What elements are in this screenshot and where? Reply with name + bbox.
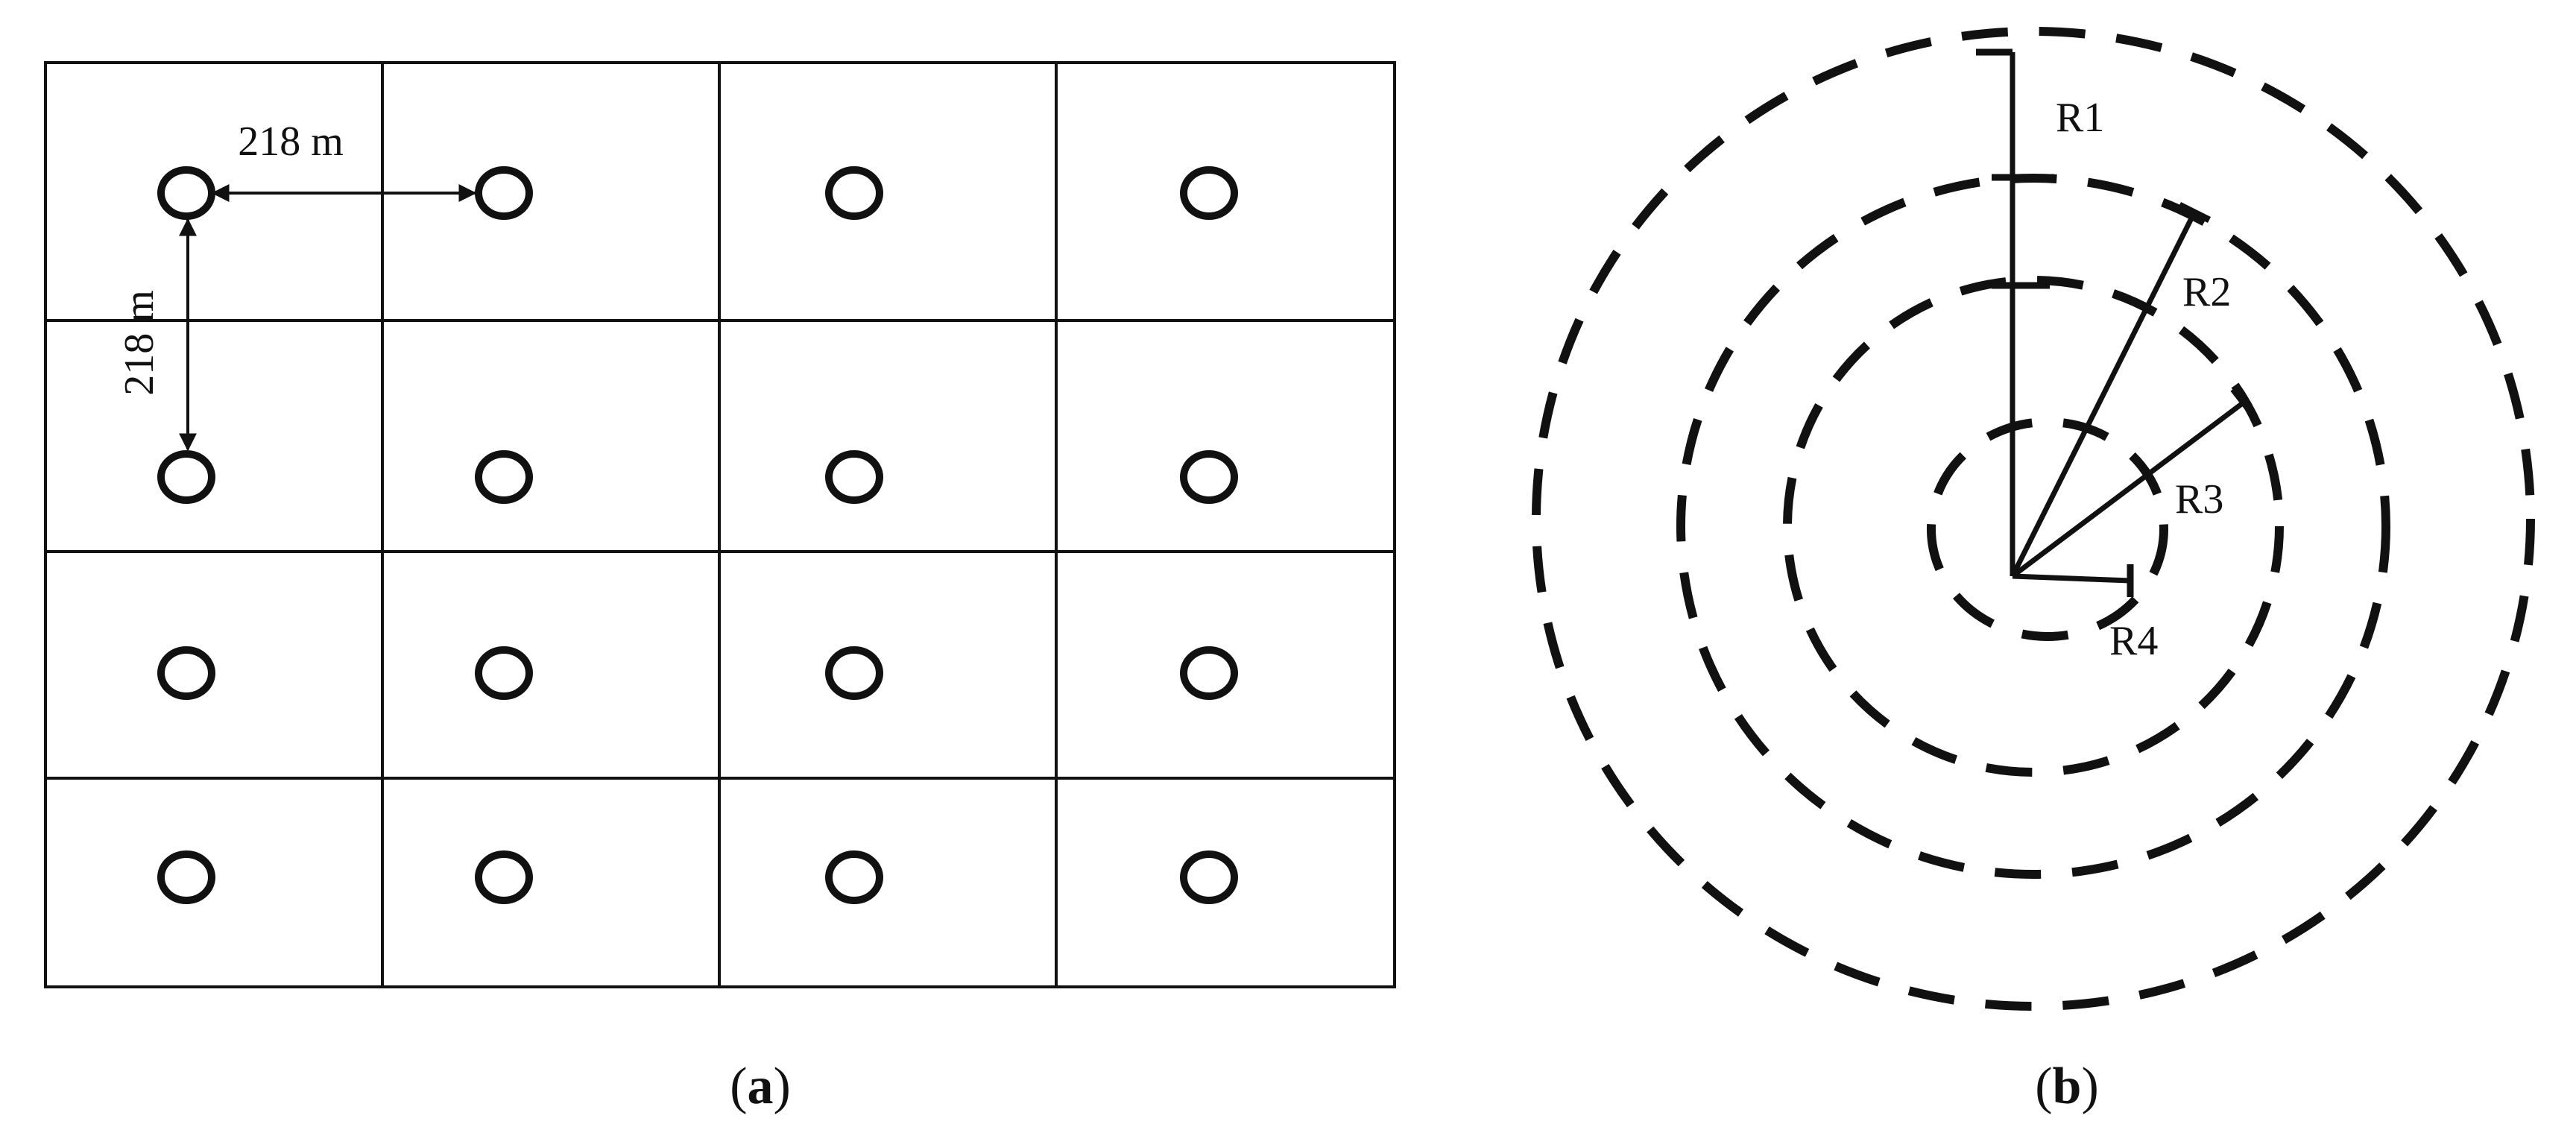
sampling-point-circle-icon <box>825 850 883 904</box>
panel-b-caption-open: ( <box>2035 1058 2052 1115</box>
panel-b-caption-letter: b <box>2053 1058 2082 1115</box>
sampling-point-circle-icon <box>157 646 215 700</box>
radius-line-r2 <box>2010 211 2197 578</box>
vertical-spacing-label: 218 m <box>116 290 162 396</box>
sampling-point-circle-icon <box>157 450 215 504</box>
panel-b-concentric-rings <box>1532 27 2535 1011</box>
panel-a-caption: (a) <box>730 1058 791 1115</box>
sampling-point-circle-icon <box>1180 646 1238 700</box>
ring-labels: R1 R2 R3 R4 <box>2056 95 2231 664</box>
sampling-points <box>157 166 1238 904</box>
ring-r1-circle <box>1532 27 2535 1011</box>
sampling-point-circle-icon <box>475 450 533 504</box>
panel-b-caption: (b) <box>2035 1058 2099 1115</box>
ring-r4-circle <box>1927 417 2168 641</box>
radius-cap-r2 <box>2177 201 2212 224</box>
ring-r3-circle <box>1783 276 2284 777</box>
sampling-point-circle-icon <box>475 646 533 700</box>
sampling-point-circle-icon <box>825 646 883 700</box>
panel-a-caption-letter: a <box>748 1058 774 1115</box>
panel-a-caption-close: ) <box>774 1058 791 1115</box>
ring-label-r2: R2 <box>2182 269 2231 315</box>
ring-label-r4: R4 <box>2109 618 2158 664</box>
plot-grid <box>44 61 1396 988</box>
ring-label-r3: R3 <box>2175 476 2223 523</box>
radius-line-r4 <box>2012 573 2131 584</box>
panel-a-caption-open: ( <box>730 1058 747 1115</box>
sampling-point-circle-icon <box>825 166 883 220</box>
sampling-point-circle-icon <box>1180 450 1238 504</box>
horizontal-spacing-label: 218 m <box>238 119 344 165</box>
panel-a-sampling-grid: 218 m 218 m (a) <box>44 61 1396 1115</box>
sampling-point-circle-icon <box>475 166 533 220</box>
sampling-point-circle-icon <box>1180 166 1238 220</box>
sampling-point-circle-icon <box>1180 850 1238 904</box>
sampling-point-circle-icon <box>157 166 215 220</box>
ring-label-r1: R1 <box>2056 95 2104 141</box>
sampling-point-circle-icon <box>475 850 533 904</box>
radius-cap-r3 <box>2230 387 2257 418</box>
sampling-point-circle-icon <box>825 450 883 504</box>
radius-line-r3 <box>2010 400 2246 578</box>
panel-b-caption-close: ) <box>2081 1058 2098 1115</box>
sampling-point-circle-icon <box>157 850 215 904</box>
